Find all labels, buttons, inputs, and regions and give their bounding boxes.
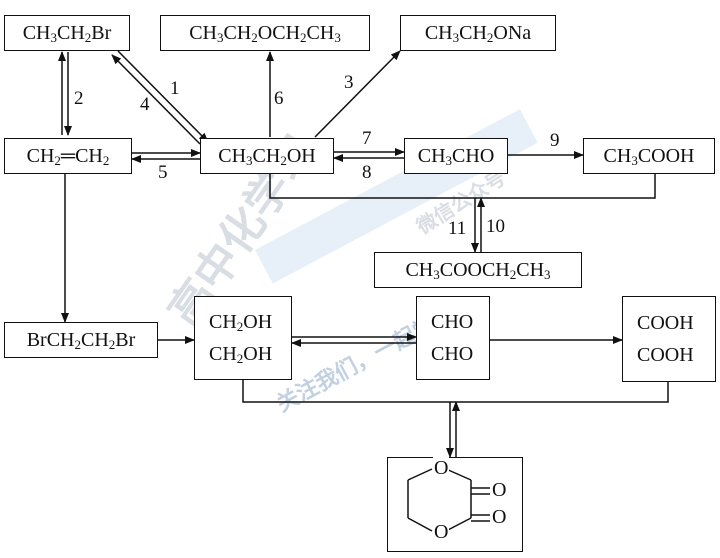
- compound-diethyl-ether: CH3CH2OCH2CH3: [160, 15, 370, 51]
- label-glyoxal-bottom: CHO: [431, 343, 474, 365]
- label-oxalic-bottom: COOH: [637, 344, 694, 366]
- step-label-7: 7: [362, 128, 372, 149]
- compound-acetic-acid: CH3COOH: [583, 138, 715, 174]
- ring-bond-o2-c3: [407, 517, 433, 532]
- label-acetaldehyde: CH3CHO: [417, 144, 495, 168]
- compound-ethanol: CH3CH2OH: [200, 138, 334, 174]
- label-diethyl-ether: CH3CH2OCH2CH3: [189, 21, 341, 45]
- esterification-connector: [269, 173, 656, 199]
- compound-ethylene-glycol: CH2OH CH2OH: [194, 296, 292, 380]
- step-label-1: 1: [170, 78, 180, 99]
- cyclic-ester-connector: [242, 380, 669, 403]
- compound-glyoxal: CHO CHO: [416, 296, 490, 380]
- compound-dibromoethane: BrCH2CH2Br: [4, 322, 158, 358]
- label-ethylene: CH2═CH2: [26, 144, 110, 168]
- label-bromoethane: CH3CH2Br: [22, 21, 112, 45]
- step-label-8: 8: [362, 162, 372, 183]
- label-ethanol: CH3CH2OH: [218, 144, 316, 168]
- arrow-step-3: [314, 50, 401, 138]
- carbonyl-atom-o-1: O: [492, 479, 507, 501]
- label-glycol-bottom: CH2OH: [209, 343, 273, 366]
- step-label-2: 2: [74, 88, 84, 109]
- label-oxalic-top: COOH: [637, 312, 694, 334]
- carbonyl-atom-o-2: O: [492, 506, 507, 528]
- label-glyoxal-top: CHO: [431, 311, 474, 333]
- compound-cyclic-ester: [387, 457, 523, 552]
- label-sodium-ethoxide: CH3CH2ONa: [424, 21, 532, 45]
- label-acetic-acid: CH3COOH: [603, 144, 695, 168]
- step-label-4: 4: [140, 94, 150, 115]
- ring-bond-o1-c1: [445, 468, 472, 481]
- ring-atom-o-bottom: O: [433, 521, 450, 544]
- arrow-step-4: [111, 54, 201, 145]
- compound-acetaldehyde: CH3CHO: [404, 138, 508, 174]
- step-label-10: 10: [486, 216, 505, 237]
- step-label-11: 11: [448, 218, 467, 239]
- compound-bromoethane: CH3CH2Br: [4, 15, 130, 51]
- step-label-5: 5: [158, 162, 168, 183]
- ring-atom-o-top: O: [433, 457, 450, 480]
- label-glycol-top: CH2OH: [209, 311, 273, 334]
- arrow-step-1: [117, 50, 209, 143]
- compound-sodium-ethoxide: CH3CH2ONa: [400, 15, 556, 51]
- ring-bond-c2-o2: [445, 517, 472, 532]
- compound-ethylene: CH2═CH2: [4, 138, 132, 174]
- step-label-6: 6: [274, 88, 284, 109]
- ring-bond-c4-o1: [407, 468, 433, 481]
- step-label-9: 9: [550, 130, 560, 151]
- label-dibromoethane: BrCH2CH2Br: [26, 328, 136, 352]
- step-label-3: 3: [344, 72, 354, 93]
- label-ethyl-acetate: CH3COOCH2CH3: [405, 258, 551, 282]
- compound-oxalic-acid: COOH COOH: [622, 296, 716, 382]
- compound-ethyl-acetate: CH3COOCH2CH3: [374, 252, 582, 288]
